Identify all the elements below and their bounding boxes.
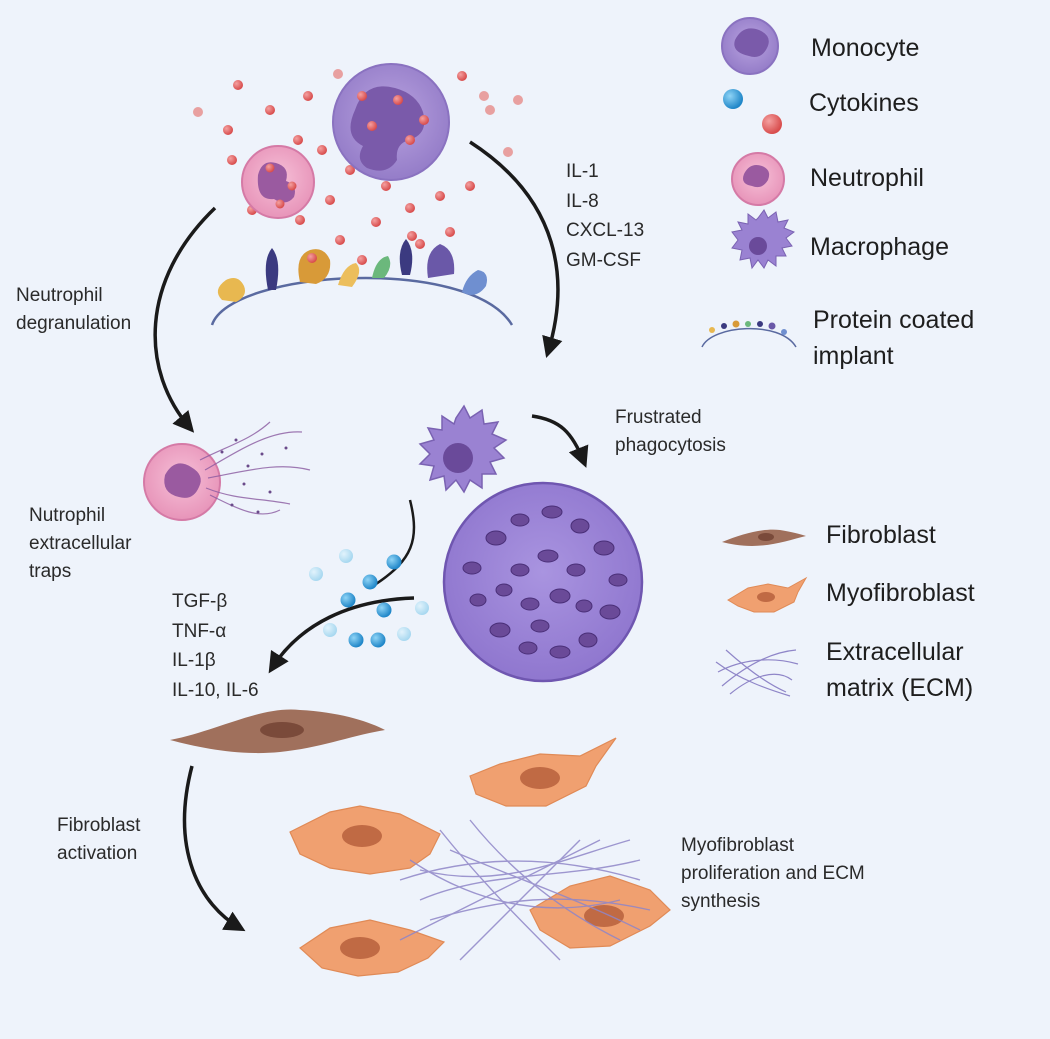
cytokine-list-1-item: IL-8 — [566, 190, 599, 212]
frustrated-phagocytosis-line-1: Frustrated — [615, 407, 702, 428]
legend-ecm-label: Extracellular matrix (ECM) — [826, 634, 973, 706]
legend-implant-line-1: Protein coated — [813, 306, 975, 334]
legend-ecm-icon — [715, 649, 799, 697]
legend-macrophage-icon — [731, 209, 796, 270]
myofibroblast-proliferation-line-2: proliferation and ECM — [681, 863, 865, 884]
cytokine-list-2-item: IL-1β — [172, 650, 216, 671]
legend-cytokines-label: Cytokines — [809, 89, 919, 117]
legend-myofibroblast-icon — [727, 576, 808, 613]
legend-monocyte-label: Monocyte — [811, 34, 920, 62]
net-line-2: extracellular — [29, 533, 132, 554]
arrow-fibroblast-activation — [182, 765, 246, 932]
fibroblast-activation-label: Fibroblast activation — [57, 812, 140, 868]
frustrated-phagocytosis-line-2: phagocytosis — [615, 435, 726, 456]
arrow-cytokines-to-fibroblast — [268, 596, 415, 674]
neutrophil-degranulation-label: Neutrophil degranulation — [16, 282, 131, 338]
arrow-frustrated-phagocytosis — [531, 414, 589, 468]
macrophage-cell — [418, 404, 508, 494]
myofibroblast-proliferation-label: Myofibroblast proliferation and ECM synt… — [681, 832, 865, 916]
legend-implant-icon — [701, 320, 797, 348]
legend-implant-line-2: implant — [813, 342, 894, 370]
legend-cytokines-icon — [723, 89, 782, 134]
net-neutrophil — [143, 421, 311, 521]
net-line-3: traps — [29, 561, 72, 582]
legend-myofibroblast-label: Myofibroblast — [826, 579, 975, 607]
legend-monocyte-icon — [721, 17, 779, 75]
monocyte-top — [332, 63, 450, 181]
cytokine-list-2-item: TNF-α — [172, 620, 227, 642]
giant-cell — [442, 481, 644, 683]
neutrophil-degranulation-line-2: degranulation — [16, 313, 132, 334]
legend-neutrophil-label: Neutrophil — [810, 164, 924, 192]
fibroblast-activation-line-2: activation — [57, 843, 138, 864]
myofibroblast-proliferation-line-1: Myofibroblast — [681, 835, 794, 856]
legend-fibroblast-label: Fibroblast — [826, 521, 936, 549]
red-cytokine-particles — [193, 69, 523, 265]
neutrophil-top — [241, 145, 315, 219]
cytokine-list-2-item: TGF-β — [172, 591, 228, 612]
legend-neutrophil-icon — [731, 152, 785, 206]
myofibroblast-cluster — [289, 737, 671, 977]
legend-ecm-line-2: matrix (ECM) — [826, 674, 974, 702]
myofibroblast-proliferation-line-3: synthesis — [681, 891, 761, 912]
fibroblast-cell — [170, 709, 385, 754]
cytokine-list-1: IL-1 IL-8 CXCL-13 GM-CSF — [566, 157, 644, 275]
legend-fibroblast-icon — [722, 529, 806, 546]
frustrated-phagocytosis-label: Frustrated phagocytosis — [615, 404, 726, 460]
legend-macrophage-label: Macrophage — [810, 233, 949, 261]
cytokine-trail-line — [375, 499, 416, 586]
cytokine-list-1-item: CXCL-13 — [566, 220, 645, 241]
net-label: Nutrophil extracellular traps — [29, 502, 131, 586]
cytokine-list-2: TGF-β TNF-α IL-1β IL-10, IL-6 — [172, 587, 259, 705]
legend-ecm-line-1: Extracellular — [826, 638, 964, 666]
blue-cytokine-particles — [309, 549, 429, 648]
cytokine-list-1-item: IL-1 — [566, 161, 599, 182]
arrow-degranulation — [153, 206, 217, 433]
legend-implant-label: Protein coated implant — [813, 302, 974, 374]
cytokine-list-2-item: IL-10, IL-6 — [172, 679, 259, 701]
net-line-1: Nutrophil — [29, 505, 106, 526]
neutrophil-degranulation-line-1: Neutrophil — [16, 285, 103, 306]
implant-surface — [210, 239, 514, 326]
arrow-cytokine-release — [469, 140, 563, 359]
cytokine-list-1-item: GM-CSF — [566, 249, 641, 271]
fibroblast-activation-line-1: Fibroblast — [57, 815, 141, 836]
